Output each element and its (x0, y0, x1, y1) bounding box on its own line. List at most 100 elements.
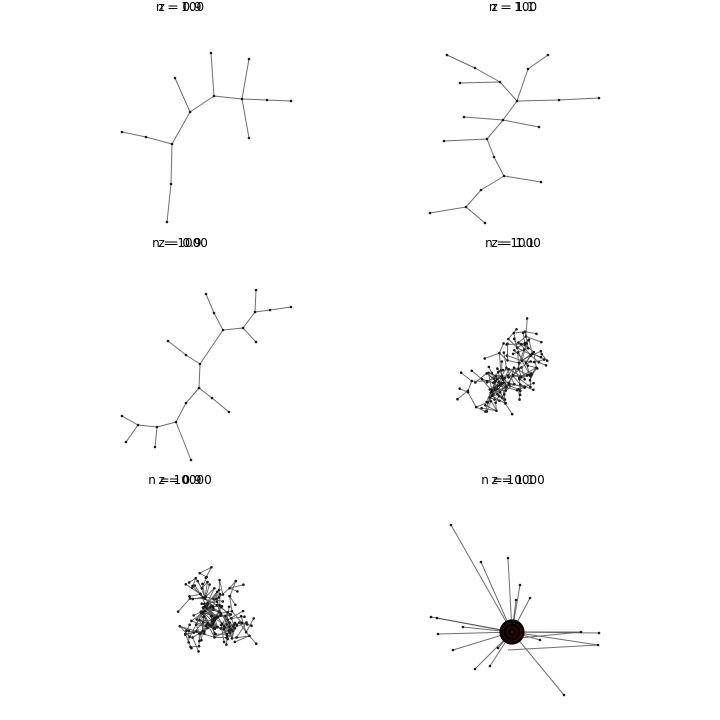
graph-edge (507, 328, 517, 340)
panel-title-n: n = 100 (488, 0, 538, 14)
graph-node (520, 366, 523, 369)
graph-node (459, 371, 463, 375)
graph-edge (236, 622, 247, 638)
graph-node (200, 611, 203, 615)
graph-edge (202, 583, 206, 598)
graph-node (235, 623, 239, 627)
graph-edge (446, 54, 476, 69)
graph-edge (498, 343, 505, 354)
graph-node (502, 174, 506, 178)
graph-edge (499, 81, 518, 102)
graph-node (124, 440, 128, 444)
graph-edge (512, 367, 522, 376)
graph-node (230, 617, 233, 620)
graph-edge (491, 395, 506, 404)
graph-node (515, 388, 519, 392)
graph-node (501, 118, 505, 122)
graph-node (480, 377, 484, 381)
graph-panel-6: n = 10000 z = 1.1 (333, 473, 693, 713)
graph-node (545, 359, 549, 363)
graph-node (206, 580, 209, 584)
graph-node (488, 396, 491, 399)
graph-edge (459, 388, 469, 393)
graph-node (241, 326, 245, 330)
graph-node (228, 625, 231, 629)
graph-node (228, 594, 232, 598)
graph-edge (229, 580, 237, 589)
graph-node (215, 590, 219, 594)
graph-node (153, 445, 157, 449)
graph-edge (538, 361, 547, 366)
graph-node (209, 614, 213, 618)
graph-node (507, 367, 511, 371)
graph-node (237, 621, 241, 624)
graph-node (191, 636, 194, 639)
graph-node (206, 601, 209, 605)
graph-node (227, 410, 231, 414)
graph-node (479, 560, 483, 564)
graph-node (494, 374, 498, 378)
graph-edge (203, 616, 205, 632)
graph-node (511, 352, 515, 356)
graph-node (532, 388, 535, 392)
graph-node (495, 392, 499, 396)
graph-edge (485, 404, 497, 412)
graph-node (196, 579, 199, 583)
graph-edge (506, 355, 523, 362)
graph-node (230, 609, 234, 613)
graph-node (497, 380, 501, 384)
graph-edge (254, 289, 257, 313)
graph-node (496, 367, 499, 370)
graph-edge (501, 383, 506, 400)
graph-edge (189, 593, 201, 597)
graph-node (483, 357, 487, 360)
graph-node (202, 615, 205, 619)
graph-node (191, 597, 195, 601)
graph-node (480, 406, 483, 410)
graph-node (528, 378, 532, 382)
graph-edge (516, 339, 529, 349)
graph-node (198, 362, 202, 366)
graph-edge (171, 111, 191, 145)
graph-edge (475, 406, 486, 412)
graph-node (184, 353, 188, 357)
graph-node (579, 630, 583, 634)
graph-node (208, 606, 212, 609)
graph-node (562, 693, 566, 697)
graph-node (539, 355, 543, 359)
graph-node (252, 617, 256, 620)
graph-node (178, 624, 182, 628)
graph-edge (231, 635, 250, 639)
graph-node (218, 592, 222, 596)
graph-edge (475, 373, 487, 383)
graph-node (515, 327, 518, 331)
graph-edge (231, 616, 245, 619)
graph-panel-5: n = 10000 z = 0.9 (0, 473, 360, 713)
graph-edge (480, 175, 505, 191)
graph-node (204, 624, 208, 628)
graph-edge (520, 367, 537, 378)
graph-edge (516, 347, 532, 356)
graph-node (464, 205, 468, 209)
graph-node (494, 401, 497, 405)
graph-node (191, 584, 194, 588)
graph-edge (205, 584, 211, 597)
network-diagram (120, 288, 293, 462)
graph-node (493, 388, 497, 391)
graph-node (526, 373, 530, 377)
graph-edge (460, 372, 473, 382)
graph-node (212, 608, 215, 611)
graph-node (243, 615, 246, 619)
graph-node (184, 401, 188, 405)
graph-edge (241, 98, 268, 101)
graph-node (473, 667, 477, 671)
graph-node (227, 605, 231, 609)
graph-node (228, 586, 231, 590)
graph-node (530, 373, 533, 376)
graph-node (484, 404, 487, 407)
graph-node (462, 115, 466, 119)
graph-edge (185, 354, 201, 365)
graph-edge (504, 403, 513, 415)
graph-node (505, 366, 508, 370)
graph-node (233, 626, 237, 630)
